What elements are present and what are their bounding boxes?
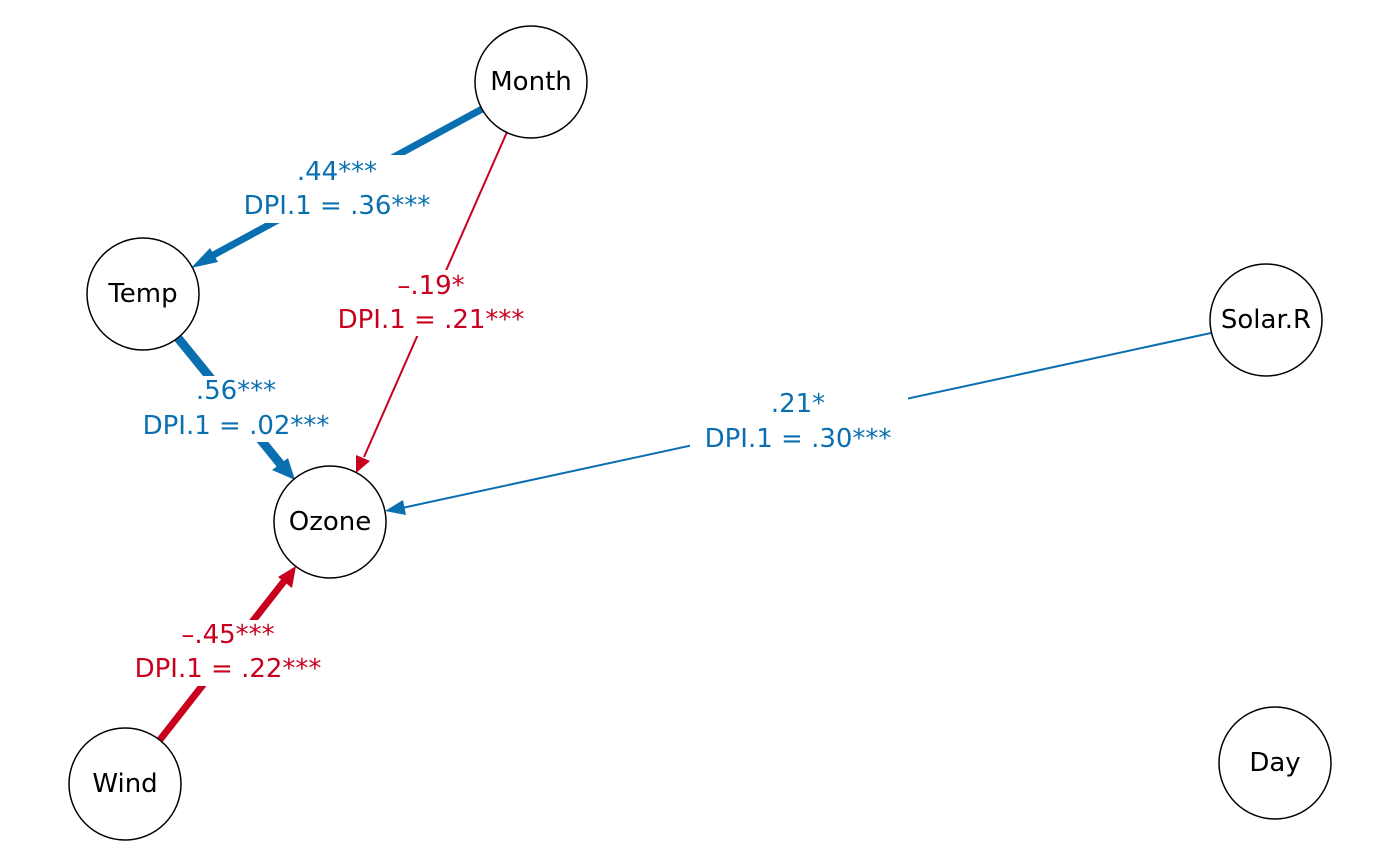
edge-label-wind-ozone: –.45*** DPI.1 = .22*** (118, 620, 336, 686)
edge-dpi-temp-ozone: DPI.1 = .02*** (143, 411, 330, 441)
arrowhead-temp-ozone (272, 458, 295, 480)
node-month-circle (474, 25, 588, 139)
node-day-label: Day (1249, 748, 1300, 778)
arrowhead-solar-ozone (385, 500, 406, 515)
node-month-label: Month (490, 67, 572, 97)
node-ozone: Ozone (273, 465, 387, 579)
edge-weight-month-ozone: –.19* (397, 271, 464, 301)
node-solar: Solar.R (1209, 263, 1323, 377)
edge-label-solar-ozone: .21* DPI.1 = .30*** (690, 388, 908, 454)
node-day-circle (1218, 706, 1332, 820)
node-solar-circle (1209, 263, 1323, 377)
node-solar-label: Solar.R (1221, 305, 1311, 335)
edge-dpi-solar-ozone: DPI.1 = .30*** (705, 424, 892, 454)
arrowhead-month-ozone (356, 455, 370, 473)
arrowhead-month-temp (191, 248, 218, 268)
node-wind-label: Wind (92, 769, 157, 799)
edge-label-month-temp: .44*** DPI.1 = .36*** (228, 155, 446, 223)
edge-weight-solar-ozone: .21* (771, 389, 825, 419)
node-temp-circle (86, 237, 200, 351)
edge-weight-temp-ozone: .56*** (196, 376, 276, 406)
node-month: Month (474, 25, 588, 139)
node-day: Day (1218, 706, 1332, 820)
node-wind-circle (68, 727, 182, 841)
edge-dpi-wind-ozone: DPI.1 = .22*** (135, 654, 322, 684)
edge-label-month-ozone: –.19* DPI.1 = .21*** (322, 270, 540, 336)
node-temp-label: Temp (107, 279, 177, 309)
node-ozone-circle (273, 465, 387, 579)
edge-weight-wind-ozone: –.45*** (181, 620, 274, 650)
edge-label-temp-ozone: .56*** DPI.1 = .02*** (128, 376, 346, 442)
node-ozone-label: Ozone (289, 507, 372, 537)
node-wind: Wind (68, 727, 182, 841)
edge-weight-month-temp: .44*** (297, 157, 377, 187)
arrowhead-wind-ozone (278, 566, 296, 588)
edge-dpi-month-ozone: DPI.1 = .21*** (338, 305, 525, 335)
node-temp: Temp (86, 237, 200, 351)
edge-dpi-month-temp: DPI.1 = .36*** (244, 191, 431, 221)
